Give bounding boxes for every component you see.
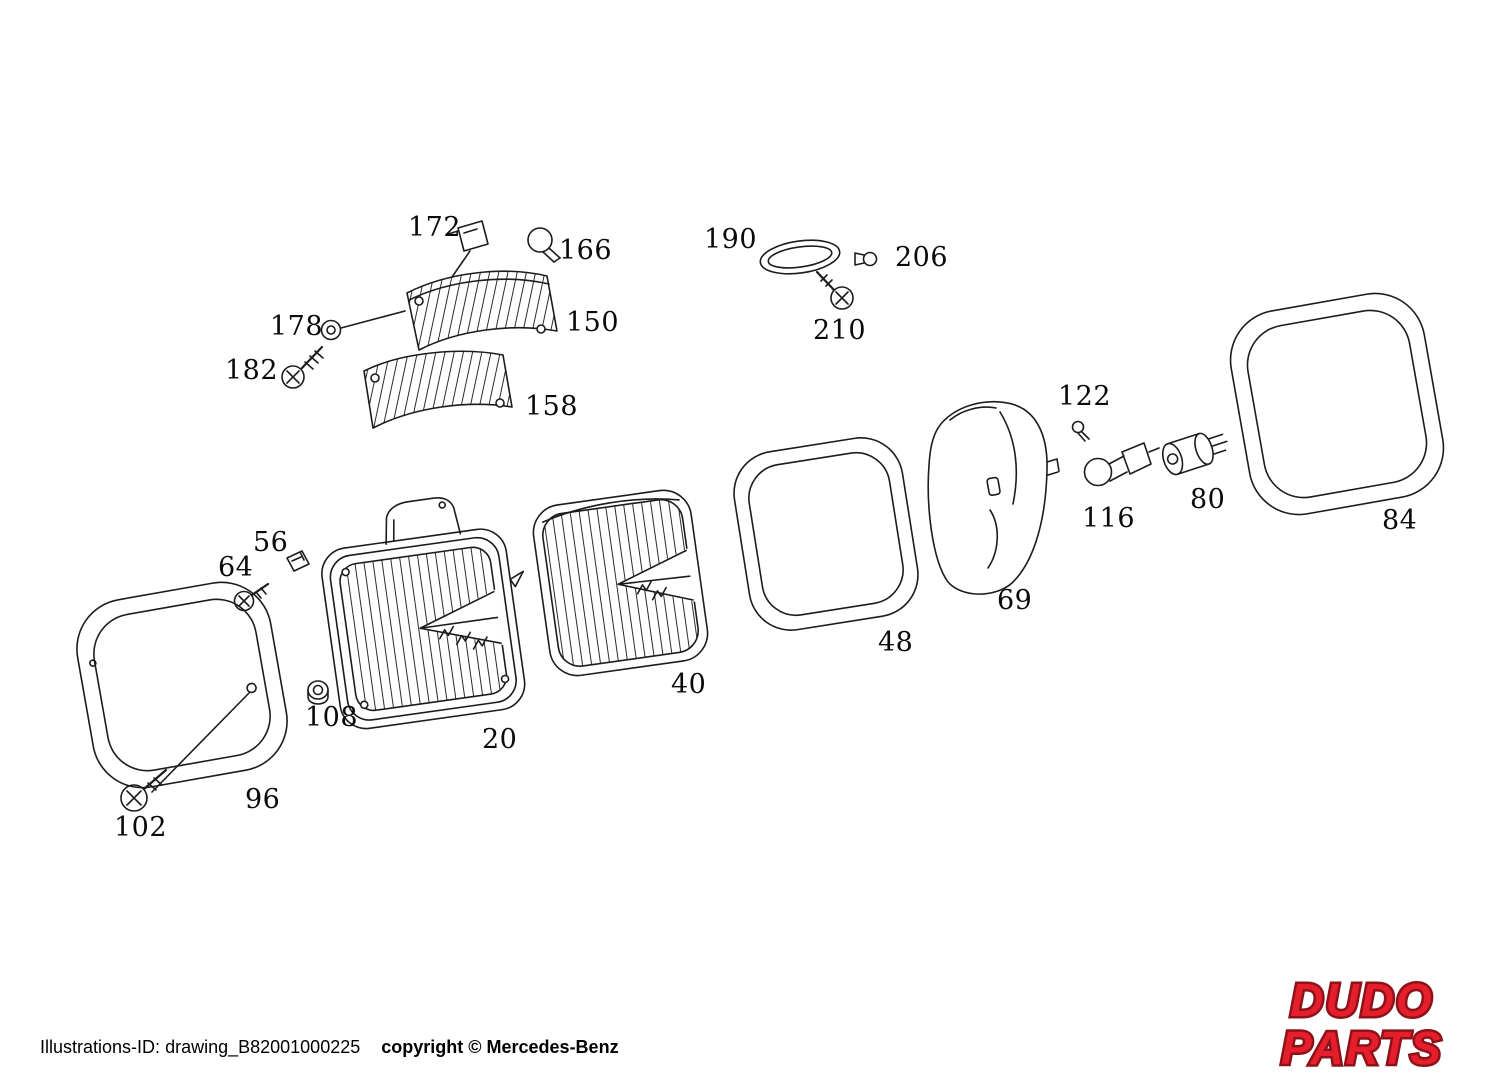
bulb-166 bbox=[527, 227, 561, 263]
nut-108 bbox=[307, 680, 329, 705]
copyright-text: copyright © Mercedes-Benz bbox=[381, 1037, 619, 1057]
part-label-96: 96 bbox=[245, 784, 281, 815]
screw-182 bbox=[281, 345, 324, 389]
part-label-102: 102 bbox=[114, 812, 168, 843]
trim-ring-84 bbox=[1229, 292, 1445, 516]
gasket-190 bbox=[759, 239, 841, 275]
part-label-84: 84 bbox=[1382, 505, 1418, 536]
screw-210 bbox=[815, 270, 854, 310]
part-label-182: 182 bbox=[225, 355, 279, 386]
part-label-48: 48 bbox=[878, 627, 914, 658]
part-label-116: 116 bbox=[1082, 503, 1136, 534]
bulb-116 bbox=[1083, 442, 1160, 487]
part-label-190: 190 bbox=[704, 224, 758, 255]
part-label-158: 158 bbox=[525, 391, 579, 422]
part-label-150: 150 bbox=[566, 307, 620, 338]
part-label-178: 178 bbox=[270, 311, 324, 342]
logo-line1: DUDO bbox=[1290, 974, 1433, 1026]
trim-ring-96 bbox=[76, 581, 288, 789]
headlight-lens-20 bbox=[321, 496, 526, 730]
dudo-parts-logo: DUDO PARTS bbox=[1279, 974, 1444, 1074]
part-label-122: 122 bbox=[1058, 381, 1112, 412]
part-label-69: 69 bbox=[997, 585, 1033, 616]
bulb-122 bbox=[1071, 420, 1090, 442]
part-label-166: 166 bbox=[559, 235, 613, 266]
part-label-80: 80 bbox=[1190, 484, 1226, 515]
part-label-108: 108 bbox=[305, 702, 359, 733]
screw-64 bbox=[233, 582, 270, 612]
part-label-172: 172 bbox=[408, 212, 462, 243]
part-label-206: 206 bbox=[895, 242, 949, 273]
lens-40 bbox=[532, 489, 709, 677]
leader-96-to-102 bbox=[151, 691, 251, 793]
bulb-holder-80 bbox=[1161, 432, 1228, 476]
screw-102 bbox=[120, 768, 168, 812]
washer-178 bbox=[320, 310, 406, 341]
turn-signal-lens-150 bbox=[406, 270, 558, 351]
reflector-69 bbox=[927, 401, 1060, 595]
part-label-20: 20 bbox=[482, 724, 518, 755]
part-label-56: 56 bbox=[253, 527, 289, 558]
footer: Illustrations-ID: drawing_B82001000225 c… bbox=[40, 1037, 619, 1058]
part-label-64: 64 bbox=[218, 552, 254, 583]
illustrations-id-label: Illustrations-ID: bbox=[40, 1037, 161, 1057]
gasket-48 bbox=[733, 437, 919, 631]
logo-line2: PARTS bbox=[1281, 1022, 1443, 1074]
illustrations-id-value: drawing_B82001000225 bbox=[165, 1037, 361, 1057]
bulb-206 bbox=[854, 251, 878, 267]
clip-56 bbox=[286, 550, 310, 572]
clip-172 bbox=[447, 220, 489, 278]
lens-158 bbox=[363, 350, 513, 429]
part-label-40: 40 bbox=[671, 669, 707, 700]
part-label-210: 210 bbox=[813, 315, 867, 346]
